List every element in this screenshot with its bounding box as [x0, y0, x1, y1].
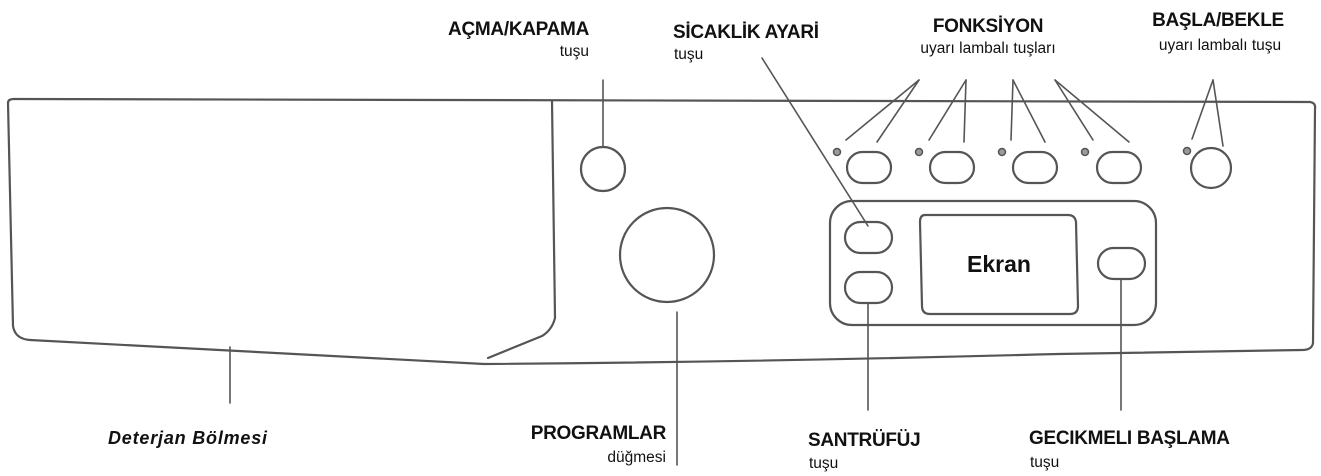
- program-knob[interactable]: [618, 206, 716, 304]
- start-pause-label: BAŞLA/BEKLE: [1152, 10, 1284, 31]
- power-button[interactable]: [579, 145, 627, 193]
- leader-function-3a: [1010, 79, 1014, 141]
- spin-sublabel: tuşu: [809, 455, 839, 472]
- start-pause-sublabel: uyarı lambalı tuşu: [1158, 37, 1282, 54]
- function-indicator-light-1: [832, 147, 842, 157]
- delay-start-sublabel: tuşu: [1030, 454, 1060, 471]
- leader-function-2b: [963, 79, 967, 143]
- leader-function-4b: [1054, 79, 1130, 143]
- display-group-frame: [828, 199, 1158, 327]
- leader-function-1a: [845, 79, 920, 141]
- delay-start-button[interactable]: [1096, 246, 1147, 281]
- function-sublabel: uyarı lambalı tuşları: [920, 40, 1056, 57]
- programs-sublabel: düğmesi: [607, 449, 666, 466]
- temperature-sublabel: tuşu: [674, 46, 704, 63]
- function-indicator-light-3: [997, 147, 1007, 157]
- leader-function-4a: [1054, 79, 1094, 141]
- function-button-3[interactable]: [1011, 150, 1059, 185]
- leader-start-pause-b: [1212, 79, 1224, 147]
- display-screen-label: Ekran: [967, 251, 1031, 277]
- leader-function-2a: [928, 79, 967, 141]
- power-label: AÇMA/KAPAMA: [448, 19, 589, 40]
- function-label: FONKSİYON: [932, 16, 1044, 37]
- function-button-2[interactable]: [928, 150, 976, 185]
- start-pause-button[interactable]: [1189, 146, 1233, 190]
- function-indicator-light-4: [1080, 147, 1090, 157]
- function-button-1[interactable]: [845, 150, 893, 185]
- function-indicator-light-2: [914, 147, 924, 157]
- temperature-label: SİCAKLİK AYARİ: [673, 22, 819, 43]
- leader-start-pause-a: [1191, 79, 1214, 140]
- leader-function-3b: [1012, 79, 1046, 143]
- programs-label: PROGRAMLAR: [530, 423, 667, 444]
- function-button-4[interactable]: [1095, 150, 1143, 185]
- panel-outline: [6, 97, 1317, 366]
- spin-label: SANTRÜFÜJ: [808, 430, 921, 451]
- leader-temperature: [761, 57, 869, 227]
- display-screen: [918, 213, 1080, 316]
- temperature-button[interactable]: [843, 220, 894, 255]
- delay-start-label: GECIKMELI BAŞLAMA: [1029, 428, 1230, 449]
- spin-button[interactable]: [843, 270, 894, 305]
- start-pause-indicator-light: [1182, 146, 1192, 156]
- detergent-drawer-edge: [486, 99, 557, 360]
- leader-function-1b: [876, 79, 920, 143]
- detergent-label: Deterjan Bölmesi: [108, 428, 268, 448]
- power-sublabel: tuşu: [559, 43, 589, 60]
